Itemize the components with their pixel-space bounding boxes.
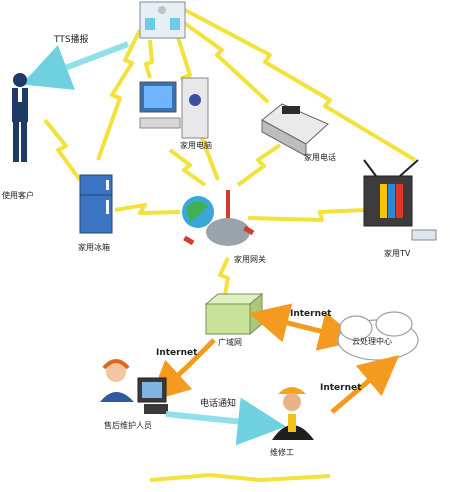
link-fridge-gateway — [114, 203, 181, 215]
tts-label: TTS播报 — [53, 33, 89, 45]
link-phone-gateway — [236, 143, 282, 187]
link-pc-gateway — [168, 148, 207, 187]
gateway-label: 家用网关 — [234, 254, 266, 264]
internet-right-label: Internet — [320, 383, 362, 393]
link-hub-tv — [184, 8, 417, 162]
link-fridge-customer — [43, 118, 82, 182]
phone-notice-label: 电话通知 — [200, 397, 236, 409]
customer-figure — [12, 73, 28, 162]
fridge-icon — [79, 174, 113, 234]
link-hub-phone — [178, 18, 270, 104]
link-bottom — [149, 473, 331, 482]
wan-box — [204, 292, 264, 336]
hub-device — [139, 1, 186, 39]
link-gateway-wan — [218, 257, 230, 296]
wan-label: 广域网 — [218, 337, 242, 347]
pc-label: 家用电脑 — [180, 140, 212, 150]
fridge-label: 家用冰箱 — [78, 242, 110, 252]
internet-left-label: Internet — [156, 348, 198, 358]
cloud-icon — [337, 311, 419, 361]
phone-label: 家用电话 — [304, 152, 336, 162]
tts-arrow — [21, 41, 130, 90]
link-hub-pc — [144, 39, 154, 79]
pc-icon — [139, 77, 209, 139]
maintenance-staff-icon — [100, 359, 168, 414]
phone-notice-arrow — [165, 397, 286, 446]
tv-icon — [363, 159, 437, 241]
internet-left-arrow — [149, 338, 216, 402]
internet-right-arrow — [330, 355, 400, 414]
internet-top-label: Internet — [290, 309, 332, 319]
internet-top-arrow-back — [248, 303, 341, 343]
gateway-icon — [182, 190, 255, 246]
link-tv-gateway — [247, 208, 366, 222]
phone-icon — [261, 103, 329, 157]
link-hub-fridge — [96, 29, 142, 161]
repair-worker-icon — [272, 387, 314, 440]
repair-label: 维修工 — [270, 447, 294, 457]
maintenance-label: 售后维护人员 — [104, 420, 152, 430]
customer-label: 使用客户 — [2, 190, 34, 200]
cloud-label: 云处理中心 — [352, 336, 392, 346]
tv-label: 家用TV — [384, 248, 411, 258]
